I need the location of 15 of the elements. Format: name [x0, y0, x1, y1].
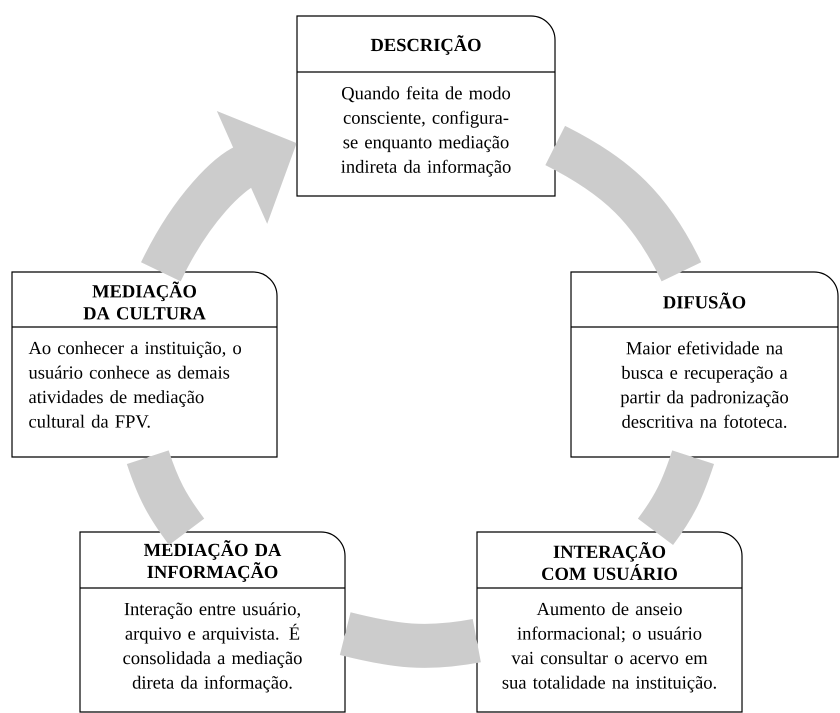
step-card: [79, 531, 346, 713]
card-text: Aumento de anseio informacional; o usuário vai consultar o acervo em sua totalidade na instituição.: [502, 602, 716, 692]
card-heading: DIFUSÃO: [663, 292, 746, 309]
step-card: [296, 15, 556, 197]
step-card: [11, 271, 278, 458]
card-heading: INTERAÇÃO COM USUÁRIO: [542, 542, 677, 580]
card-text: Ao conhecer a instituição, o usuário conhece as demais atividades de mediação cultural da FPV.: [28, 341, 242, 428]
card-heading: MEDIAÇÃO DA CULTURA: [84, 281, 206, 320]
card-text: Interação entre usuário, arquivo e arquivista. É consolidada a mediação direta da informação.: [123, 602, 302, 692]
step-card: [476, 531, 743, 713]
step-card: [570, 271, 839, 458]
card-heading: DESCRIÇÃO: [370, 35, 481, 55]
card-text: Maior efetividade na busca e recuperação a partir da padronização descritiva na fototeca.: [620, 341, 788, 428]
card-text: Quando feita de modo consciente, configura-se enquanto mediação indireta da informação: [341, 86, 511, 177]
card-heading: MEDIAÇÃO DA INFORMAÇÃO: [144, 540, 282, 582]
